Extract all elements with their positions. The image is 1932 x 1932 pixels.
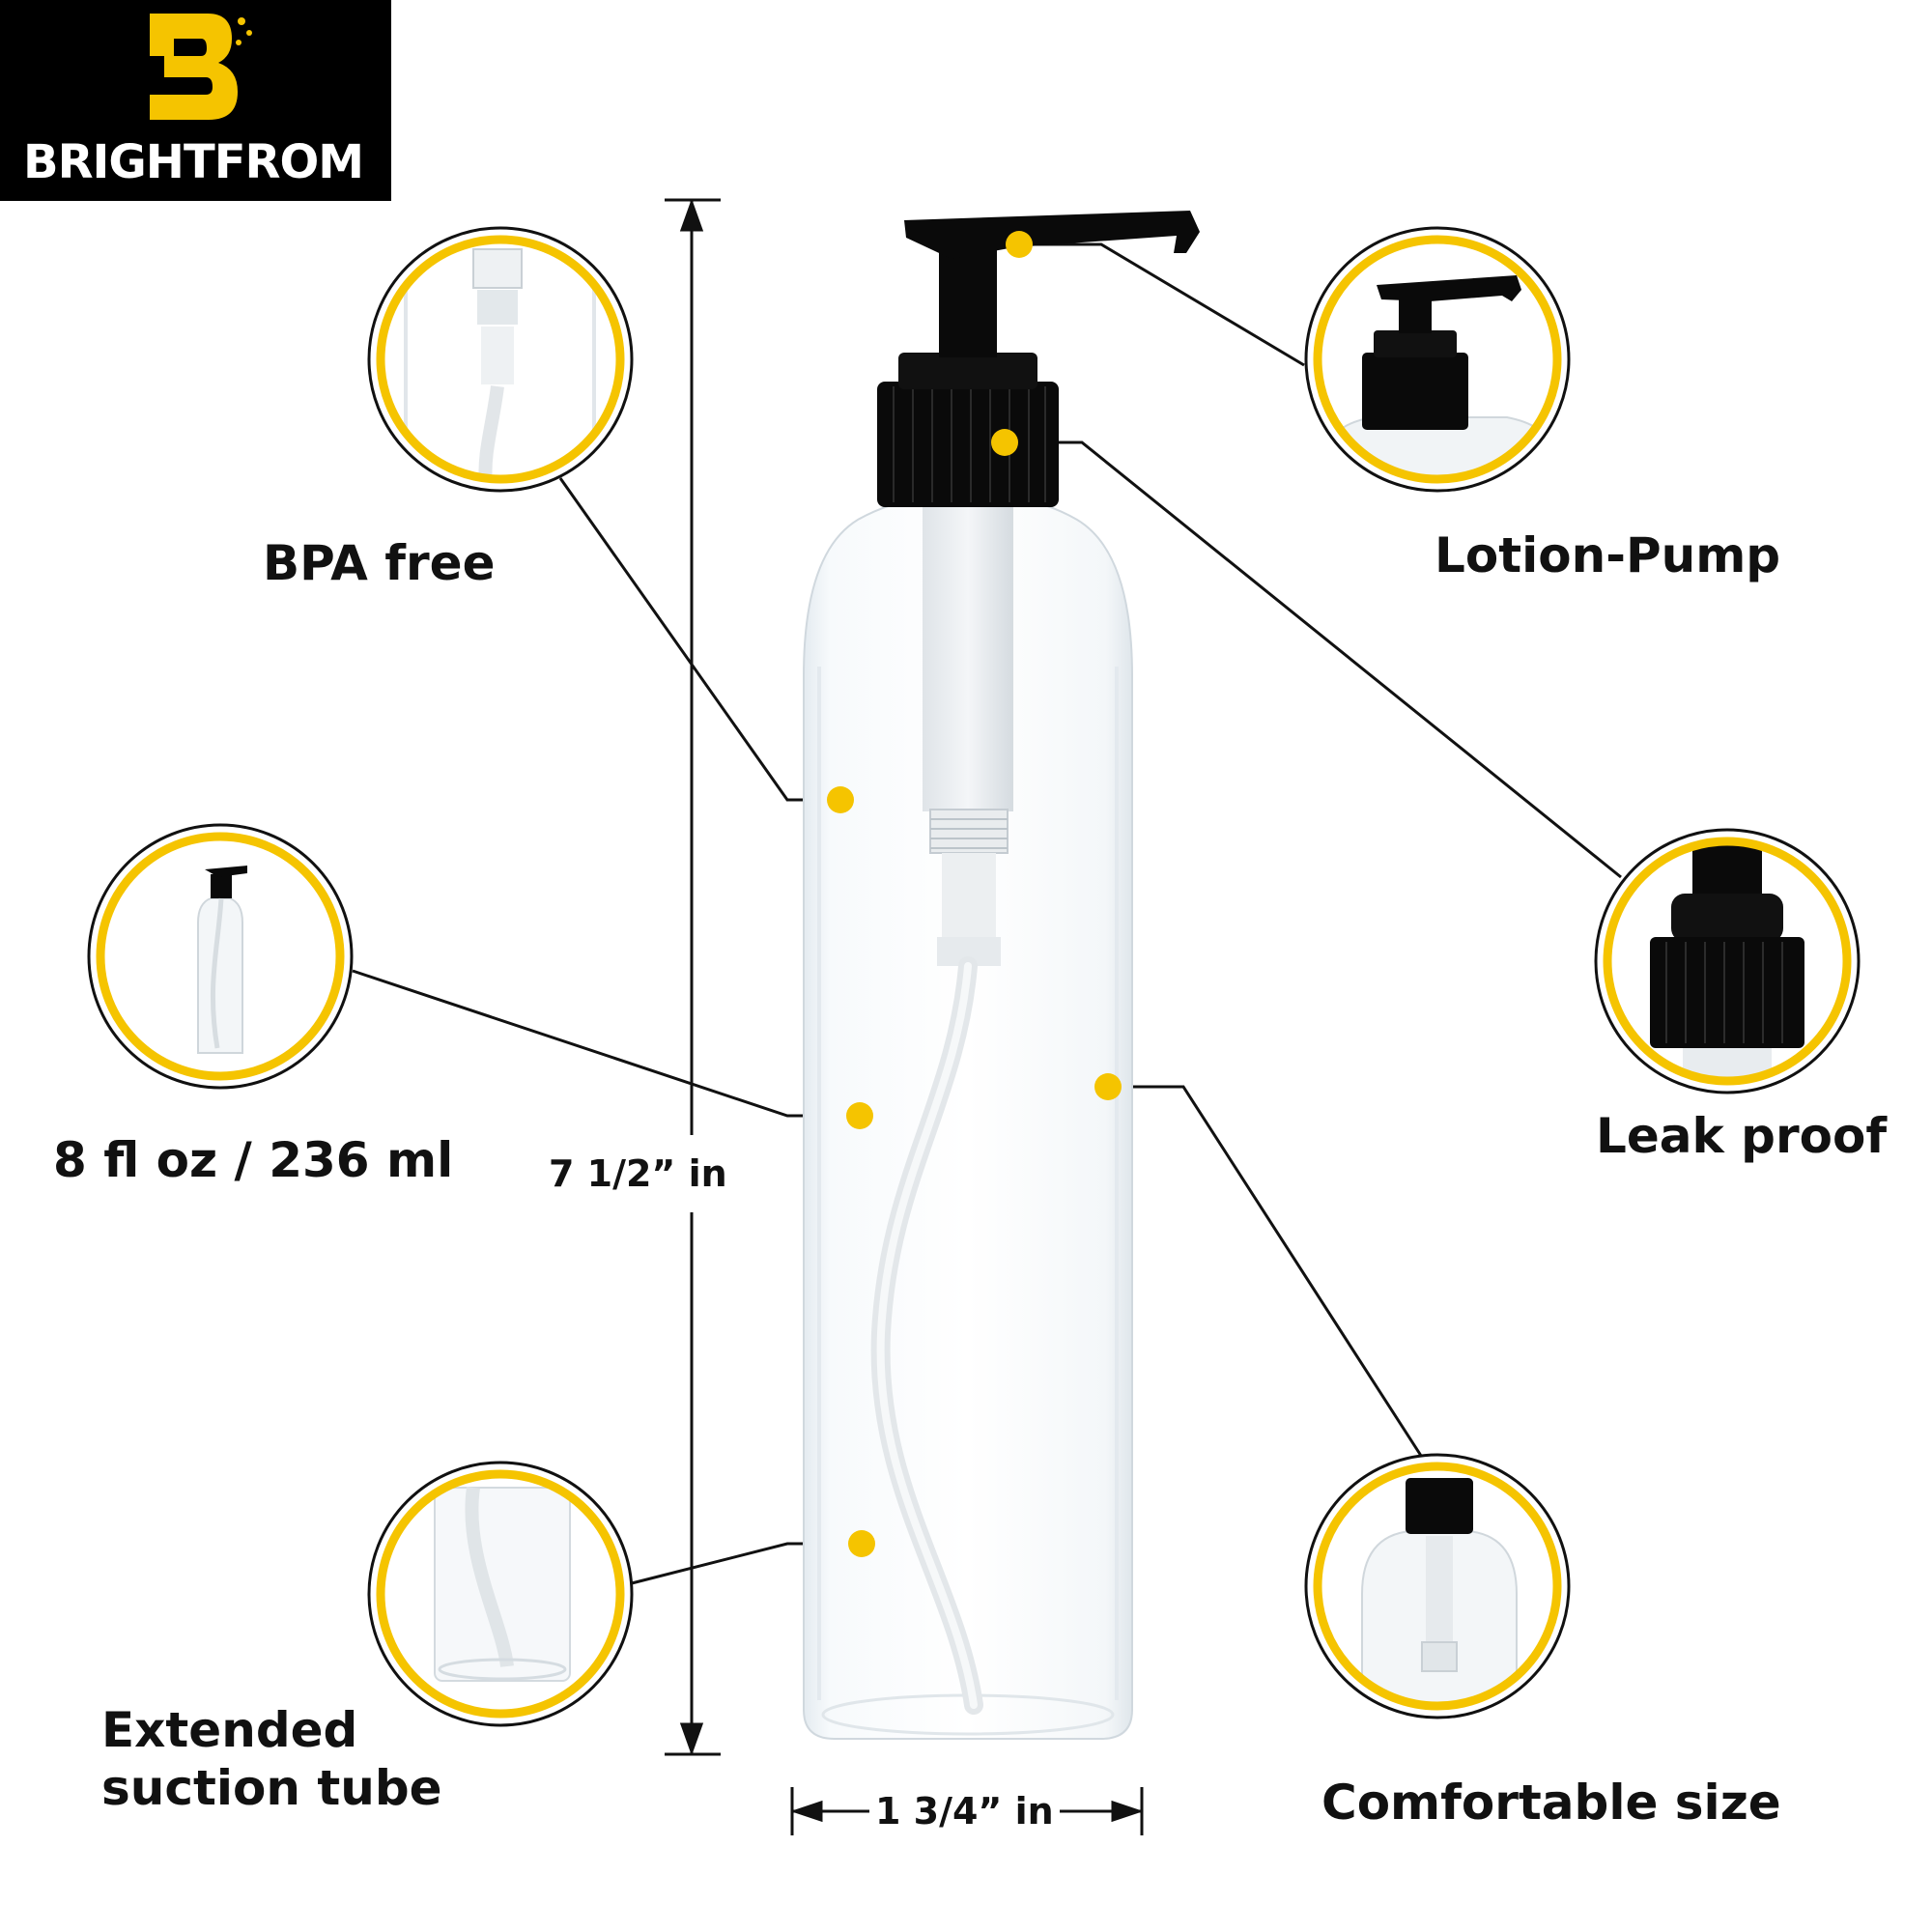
suction-tube-label-line2: suction tube [101, 1760, 442, 1816]
suction-tube-label-line1: Extended [101, 1702, 358, 1758]
width-dimension-line [790, 1787, 1144, 1835]
brand-logo: BRIGHTFROM [0, 0, 391, 201]
suction-tube-callout-circle [367, 1461, 634, 1727]
lotion-pump-callout-circle [1304, 226, 1571, 493]
lotion-pump-label: Lotion-Pump [1435, 527, 1781, 583]
height-dimension-label: 7 1/2” in [543, 1152, 733, 1195]
bpa-free-callout-circle [367, 226, 634, 493]
width-dimension-label: 1 3/4” in [869, 1790, 1060, 1833]
leak-proof-label: Leak proof [1596, 1108, 1888, 1164]
callout-dots [827, 231, 1122, 1557]
height-dimension-line [665, 198, 721, 1756]
leak-proof-callout-circle [1594, 828, 1861, 1094]
capacity-label: 8 fl oz / 236 ml [53, 1132, 454, 1188]
comfortable-size-callout-circle [1304, 1453, 1571, 1719]
bottle-illustration [803, 211, 1200, 1740]
comfortable-size-label: Comfortable size [1321, 1775, 1781, 1831]
brand-logo-mark [150, 14, 252, 120]
brand-name: BRIGHTFROM [23, 135, 364, 189]
bpa-free-label: BPA free [263, 535, 496, 591]
capacity-callout-circle [87, 823, 354, 1090]
